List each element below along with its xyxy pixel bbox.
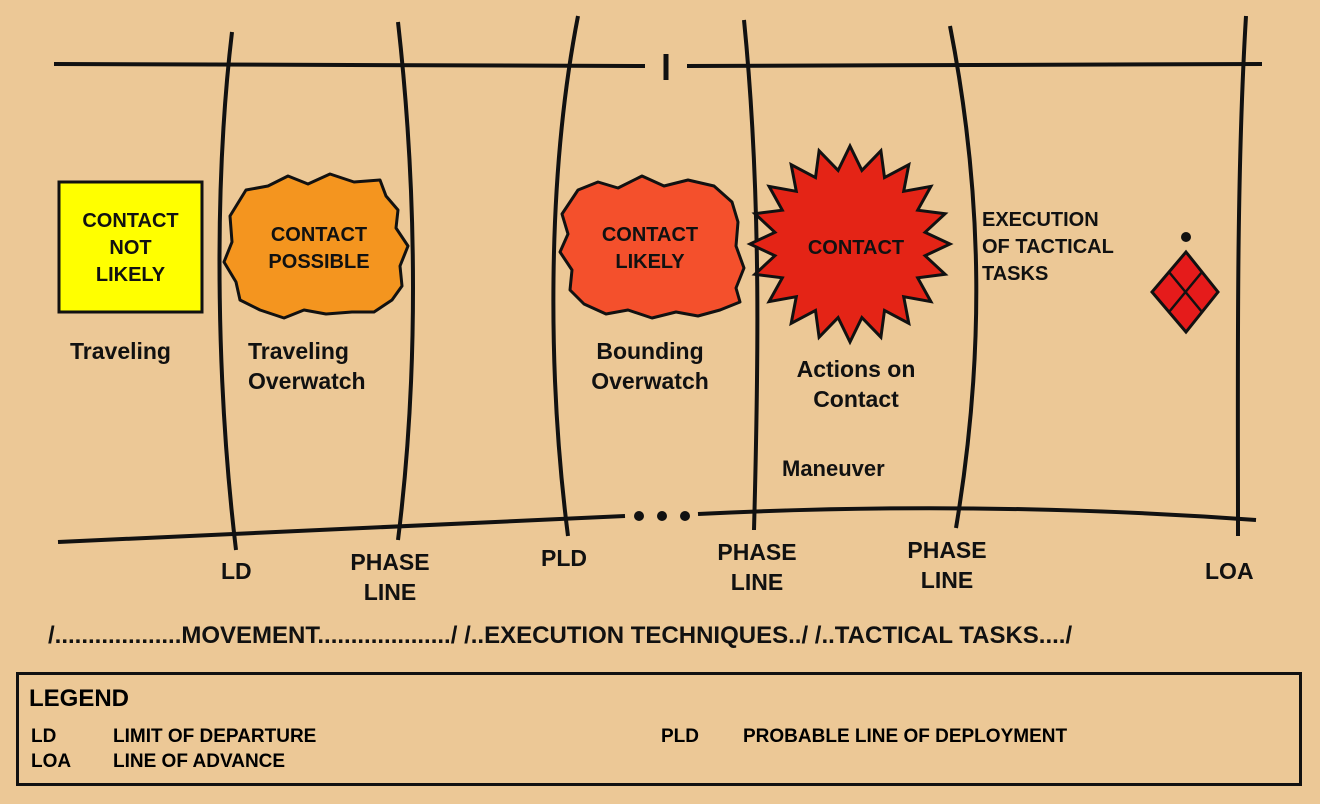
execution-line-1: EXECUTION — [982, 209, 1099, 231]
execution-of-tactical-tasks-label: EXECUTION OF TACTICAL TASKS — [982, 207, 1114, 288]
contact-label: CONTACT — [776, 235, 936, 262]
objective-diamond-icon — [1150, 249, 1220, 335]
contact-likely-shape — [558, 174, 746, 320]
traveling-overwatch-line-1: Traveling — [248, 338, 349, 364]
legend-abbr-pld: PLD — [661, 726, 699, 747]
traveling-overwatch-line-2: Overwatch — [248, 368, 366, 394]
bounding-overwatch-label: Bounding Overwatch — [570, 336, 730, 396]
phase-bar-movement: /...................MOVEMENT............… — [48, 622, 458, 649]
contact-likely-line-1: CONTACT — [601, 224, 699, 246]
phase-line-1-label: PHASE LINE — [330, 547, 450, 607]
actions-on-contact-label: Actions on Contact — [776, 354, 936, 414]
loa-label: LOA — [1205, 558, 1254, 584]
contact-not-likely-line-1: CONTACT — [82, 210, 179, 232]
phase-line-3-label-line-2: LINE — [920, 567, 974, 593]
contact-possible-shape — [222, 172, 410, 320]
contact-not-likely-shape — [57, 180, 204, 314]
legend-abbr-loa: LOA — [31, 751, 72, 772]
legend-title: LEGEND — [29, 685, 130, 712]
contact-likely-label: CONTACT LIKELY — [568, 222, 732, 276]
contact-possible-line-2: POSSIBLE — [268, 251, 370, 273]
bottom-boundary-right — [697, 506, 1257, 522]
ld-line — [217, 31, 238, 551]
maneuver-label: Maneuver — [782, 456, 885, 481]
phase-line-3-label: PHASE LINE — [887, 535, 1007, 595]
contact-not-likely-line-2: NOT — [109, 237, 152, 259]
phase-line-2 — [742, 19, 760, 531]
traveling-label: Traveling — [70, 338, 171, 364]
loa-line — [1235, 15, 1248, 537]
bounding-overwatch-line-1: Bounding — [596, 338, 704, 364]
phase-line-2-label-line-1: PHASE — [717, 539, 797, 565]
phase-line-1-label-line-1: PHASE — [350, 549, 430, 575]
bottom-boundary-left — [57, 514, 626, 544]
phase-line-1-label-line-2: LINE — [363, 579, 417, 605]
phase-line-1 — [396, 21, 415, 541]
phase-line-2-label: PHASE LINE — [697, 537, 817, 597]
contact-not-likely-label: CONTACT NOT LIKELY — [59, 208, 202, 289]
phase-bar-tactical-tasks: /..TACTICAL TASKS..../ — [814, 622, 1073, 649]
contact-starburst-shape — [746, 142, 954, 346]
traveling-overwatch-label: Traveling Overwatch — [248, 336, 366, 396]
contact-line-1: CONTACT — [807, 237, 905, 259]
phase-line-3 — [948, 25, 979, 529]
legend-text-ld: LIMIT OF DEPARTURE — [113, 726, 317, 747]
phase-line-2-label-line-2: LINE — [730, 569, 784, 595]
top-boundary-left — [53, 62, 646, 68]
contact-likely-line-2: LIKELY — [615, 251, 685, 273]
execution-line-2: OF TACTICAL — [982, 236, 1114, 258]
legend-text-pld: PROBABLE LINE OF DEPLOYMENT — [743, 726, 1068, 747]
bounding-overwatch-line-2: Overwatch — [591, 368, 709, 394]
phase-bar: /...................MOVEMENT............… — [48, 622, 1072, 650]
legend-box: LEGEND LD LIMIT OF DEPARTURE LOA LINE OF… — [16, 672, 1302, 786]
actions-on-contact-line-2: Contact — [813, 386, 899, 412]
phase-line-3-label-line-1: PHASE — [907, 537, 987, 563]
legend-text-loa: LINE OF ADVANCE — [113, 751, 286, 772]
continuation-dot-3 — [680, 511, 690, 521]
contact-possible-label: CONTACT POSSIBLE — [236, 222, 402, 276]
pld-label: PLD — [541, 545, 587, 571]
legend-abbr-ld: LD — [31, 726, 57, 747]
continuation-dot-2 — [657, 511, 667, 521]
contact-possible-line-1: CONTACT — [270, 224, 368, 246]
continuation-dot-1 — [634, 511, 644, 521]
contact-not-likely-line-3: LIKELY — [95, 264, 166, 286]
objective-dot — [1181, 232, 1191, 242]
actions-on-contact-line-1: Actions on — [796, 356, 916, 382]
pld-line — [551, 15, 580, 537]
phase-bar-execution-techniques: /..EXECUTION TECHNIQUES../ — [464, 622, 809, 649]
execution-line-3: TASKS — [982, 263, 1049, 285]
top-boundary-right — [686, 62, 1263, 68]
ld-label: LD — [221, 558, 252, 584]
